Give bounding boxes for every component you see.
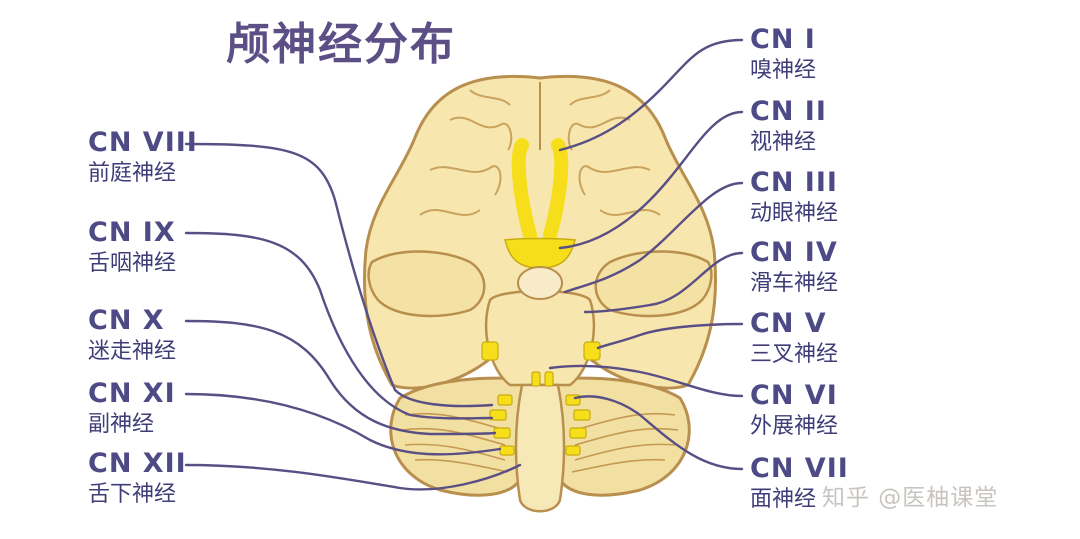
label-cn9: CN IX 舌咽神经 (88, 217, 176, 279)
leader-cn7 (573, 395, 744, 471)
pons (484, 289, 596, 387)
nerve-code: CN V (750, 308, 827, 339)
leader-cn3 (563, 181, 744, 294)
nerve-name: 滑车神经 (750, 271, 839, 296)
label-cn12: CN XII 舌下神经 (88, 448, 187, 510)
leader-cn9 (184, 231, 494, 420)
nerve-code: CN III (750, 167, 838, 198)
label-cn11: CN XI 副神经 (88, 378, 176, 440)
label-cn10: CN X 迷走神经 (88, 305, 176, 367)
nerve-name: 嗅神经 (750, 58, 817, 83)
page-title: 颅神经分布 (226, 19, 456, 70)
leader-cn8 (184, 142, 494, 408)
nerve-code: CN I (750, 24, 816, 55)
brainstem (514, 383, 566, 513)
label-cn7: CN VII 面神经 (750, 453, 849, 515)
label-cn1: CN I 嗅神经 (750, 24, 816, 86)
leader-cn5 (596, 322, 744, 350)
leader-cn11 (184, 392, 502, 456)
nerve-name: 舌咽神经 (88, 251, 177, 276)
label-cn8: CN VIII 前庭神经 (88, 127, 198, 189)
nerve-name: 迷走神经 (88, 339, 177, 364)
leader-cn6 (548, 364, 744, 398)
nerve-code: CN X (88, 305, 165, 336)
nerve-name: 前庭神经 (88, 161, 177, 186)
nerve-name: 面神经 (750, 487, 817, 512)
nerve-name: 动眼神经 (750, 201, 839, 226)
leader-cn1 (558, 38, 744, 152)
nerve-name: 副神经 (88, 412, 155, 437)
nerve-code: CN XI (88, 378, 176, 409)
leader-lines (184, 38, 744, 491)
nerve-code: CN VIII (88, 127, 198, 158)
label-cn4: CN IV 滑车神经 (750, 237, 838, 299)
watermark: 知乎 @医柚课堂 (822, 485, 999, 511)
nerve-code: CN II (750, 96, 827, 127)
leader-cn4 (583, 251, 744, 314)
label-cn2: CN II 视神经 (750, 96, 827, 158)
nerve-code: CN XII (88, 448, 187, 479)
nerve-name: 舌下神经 (88, 482, 177, 507)
label-cn6: CN VI 外展神经 (750, 380, 838, 442)
right-temporal-lobe (594, 250, 713, 318)
leader-cn2 (558, 110, 744, 250)
nerve-name: 外展神经 (750, 414, 839, 439)
left-temporal-lobe (367, 250, 486, 318)
nerve-name: 三叉神经 (750, 342, 839, 367)
label-cn5: CN V 三叉神经 (750, 308, 838, 370)
nerve-code: CN IX (88, 217, 176, 248)
nerve-code: CN VII (750, 453, 849, 484)
nerve-name: 视神经 (750, 130, 817, 155)
optic-chiasm (504, 237, 576, 269)
label-cn3: CN III 动眼神经 (750, 167, 838, 229)
leader-cn12 (184, 463, 522, 491)
leader-cn10 (184, 319, 497, 436)
nerve-code: CN VI (750, 380, 838, 411)
nerve-code: CN IV (750, 237, 838, 268)
